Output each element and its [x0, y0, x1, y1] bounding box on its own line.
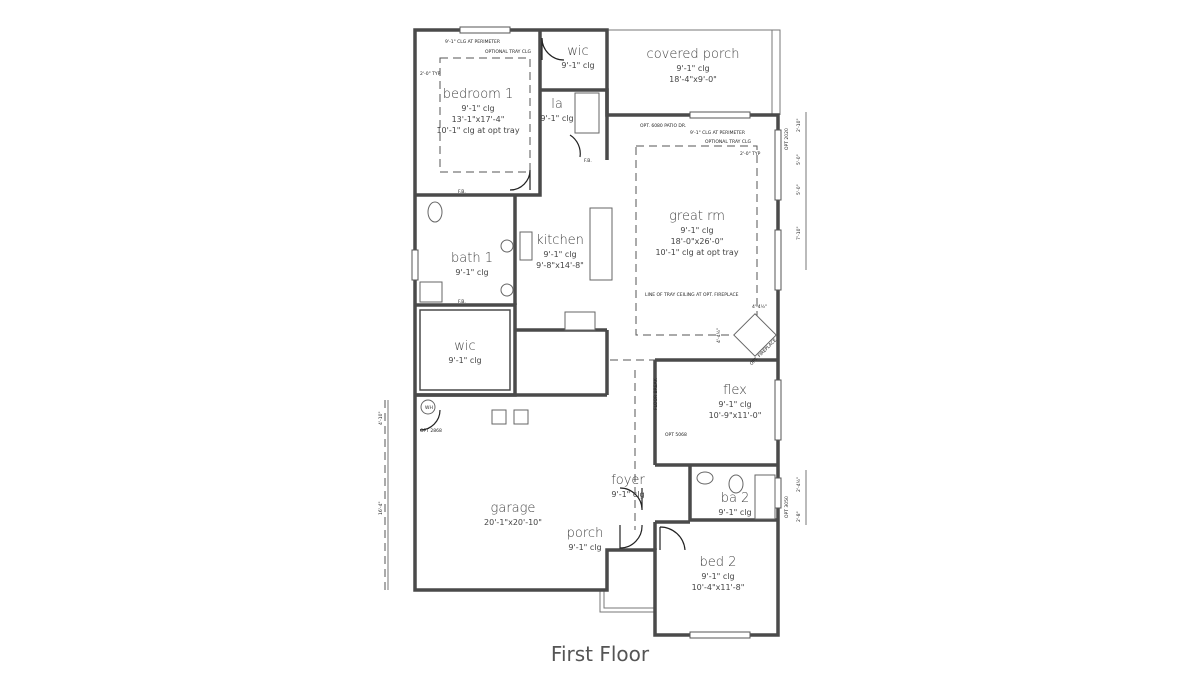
svg-text:10'-1" clg at opt tray: 10'-1" clg at opt tray [655, 248, 738, 257]
svg-text:porch: porch [567, 526, 604, 541]
svg-text:9'-1" clg: 9'-1" clg [718, 400, 751, 409]
svg-text:FLOOR BREAK: FLOOR BREAK [653, 377, 659, 410]
svg-text:7'-10": 7'-10" [796, 226, 802, 240]
svg-text:9'-1" clg: 9'-1" clg [448, 356, 481, 365]
svg-text:LINE OF TRAY CEILING AT OPT. F: LINE OF TRAY CEILING AT OPT. FIREPLACE [645, 292, 739, 298]
room-flex: flex 9'-1" clg 10'-9"x11'-0" [709, 383, 762, 420]
svg-text:2'-0" TYP: 2'-0" TYP [420, 71, 441, 77]
svg-text:F.B.: F.B. [584, 158, 592, 164]
svg-text:9'-1" clg: 9'-1" clg [568, 543, 601, 552]
svg-text:13'-1"x17'-4": 13'-1"x17'-4" [452, 115, 505, 124]
room-covered-porch: covered porch 9'-1" clg 18'-4"x9'-0" [647, 47, 740, 84]
room-kitchen: kitchen 9'-1" clg 9'-8"x14'-8" [536, 233, 584, 270]
svg-text:4'-10": 4'-10" [378, 411, 384, 425]
svg-text:10'-1" clg at opt tray: 10'-1" clg at opt tray [436, 126, 519, 135]
svg-text:9'-1" clg: 9'-1" clg [701, 572, 734, 581]
svg-text:2'-8": 2'-8" [796, 511, 802, 522]
svg-text:9'-1" clg: 9'-1" clg [455, 268, 488, 277]
room-bed-2: bed 2 9'-1" clg 10'-4"x11'-8" [692, 555, 745, 592]
svg-text:16'-4": 16'-4" [378, 501, 384, 515]
room-garage: garage 20'-1"x20'-10" [484, 501, 542, 527]
porch-outlines [599, 29, 781, 613]
svg-text:covered porch: covered porch [647, 47, 740, 62]
svg-text:2'-10": 2'-10" [796, 118, 802, 132]
svg-text:garage: garage [491, 501, 536, 516]
room-foyer: foyer 9'-1" clg [611, 473, 645, 499]
svg-text:OPT 3050: OPT 3050 [784, 496, 790, 518]
svg-text:wic: wic [454, 339, 475, 354]
room-great-rm: great rm 9'-1" clg 18'-0"x26'-0" 10'-1" … [655, 209, 738, 257]
room-porch: porch 9'-1" clg [567, 526, 604, 552]
room-bath-1: bath 1 9'-1" clg [451, 251, 493, 277]
svg-text:OPTIONAL TRAY CLG: OPTIONAL TRAY CLG [705, 139, 752, 145]
svg-text:4'-4½": 4'-4½" [715, 328, 722, 343]
svg-text:5'-0": 5'-0" [796, 184, 802, 195]
svg-text:9'-1" CLG AT PERIMETER: 9'-1" CLG AT PERIMETER [445, 39, 500, 45]
svg-text:kitchen: kitchen [536, 233, 584, 248]
svg-text:great rm: great rm [669, 209, 725, 224]
svg-text:9'-1" clg: 9'-1" clg [611, 490, 644, 499]
svg-text:OPT 2020: OPT 2020 [784, 128, 790, 150]
svg-text:OPT 5068: OPT 5068 [665, 432, 687, 438]
svg-text:10'-4"x11'-8": 10'-4"x11'-8" [692, 583, 745, 592]
svg-text:9'-1" clg: 9'-1" clg [676, 64, 709, 73]
doors [419, 37, 686, 551]
room-ba-2: ba 2 9'-1" clg [718, 491, 751, 517]
svg-text:OPT. 6080 PATIO DR.: OPT. 6080 PATIO DR. [640, 123, 686, 129]
svg-text:9'-1" clg: 9'-1" clg [540, 114, 573, 123]
svg-text:9'-1" clg: 9'-1" clg [461, 104, 494, 113]
svg-text:bed 2: bed 2 [700, 555, 737, 570]
svg-text:foyer: foyer [611, 473, 645, 488]
svg-text:9'-1" clg: 9'-1" clg [718, 508, 751, 517]
windows [411, 26, 782, 639]
svg-text:18'-0"x26'-0": 18'-0"x26'-0" [671, 237, 724, 246]
svg-text:ba 2: ba 2 [721, 491, 750, 506]
svg-text:bath 1: bath 1 [451, 251, 493, 266]
svg-text:F.B.: F.B. [458, 189, 466, 195]
room-name: bedroom 1 [443, 87, 514, 102]
svg-text:5'-0": 5'-0" [796, 154, 802, 165]
svg-text:9'-8"x14'-8": 9'-8"x14'-8" [536, 261, 584, 270]
room-wic-1: wic 9'-1" clg [561, 44, 594, 70]
svg-text:20'-1"x20'-10": 20'-1"x20'-10" [484, 518, 542, 527]
svg-text:wic: wic [567, 44, 588, 59]
svg-text:9'-1" clg: 9'-1" clg [543, 250, 576, 259]
room-wic-2: wic 9'-1" clg [448, 339, 481, 365]
svg-text:10'-9"x11'-0": 10'-9"x11'-0" [709, 411, 762, 420]
svg-text:la: la [551, 97, 563, 112]
room-la: la 9'-1" clg [540, 97, 573, 123]
fixtures [419, 92, 777, 520]
svg-text:18'-4"x9'-0": 18'-4"x9'-0" [669, 75, 717, 84]
svg-text:2'-4½": 2'-4½" [795, 477, 802, 492]
svg-text:9'-1" clg: 9'-1" clg [680, 226, 713, 235]
svg-text:OPT 2868: OPT 2868 [420, 428, 442, 434]
svg-text:4'-4½": 4'-4½" [752, 303, 767, 310]
svg-text:OPTIONAL TRAY CLG: OPTIONAL TRAY CLG [485, 49, 532, 55]
svg-text:flex: flex [723, 383, 747, 398]
svg-text:2'-0" TYP: 2'-0" TYP [740, 151, 761, 157]
svg-text:9'-1" CLG AT PERIMETER: 9'-1" CLG AT PERIMETER [690, 130, 745, 136]
tray-lines [384, 57, 758, 590]
svg-text:F.B.: F.B. [458, 299, 466, 305]
svg-text:WH: WH [425, 405, 433, 411]
svg-text:9'-1" clg: 9'-1" clg [561, 61, 594, 70]
floor-title: First Floor [550, 642, 650, 666]
room-bedroom-1: bedroom 1 9'-1" clg 13'-1"x17'-4" 10'-1"… [436, 87, 519, 135]
